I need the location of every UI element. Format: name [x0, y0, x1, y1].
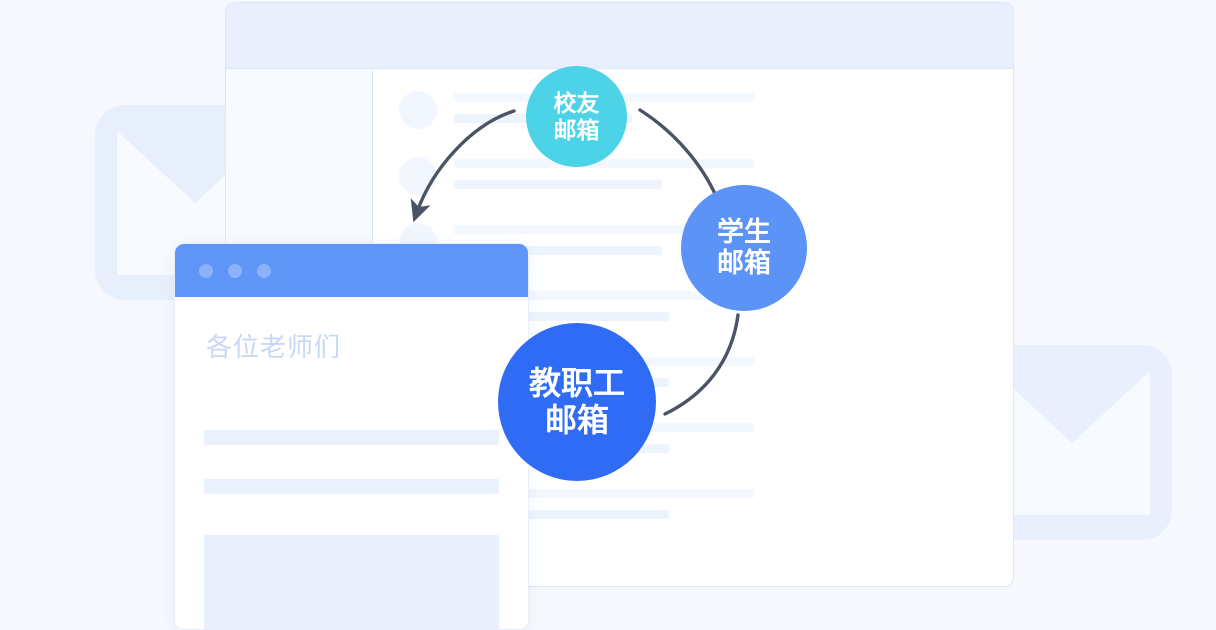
window-dot-1[interactable] [199, 264, 213, 278]
bubble-student-line2: 邮箱 [717, 248, 771, 278]
avatar [399, 91, 437, 129]
table-row[interactable] [374, 149, 1013, 215]
avatar [399, 157, 437, 195]
window-header-bar [226, 3, 1013, 69]
row-line-secondary [454, 246, 662, 255]
bubble-student-mailbox[interactable]: 学生 邮箱 [681, 185, 807, 311]
row-line-primary [454, 159, 754, 168]
row-line-secondary [454, 180, 662, 189]
table-row[interactable] [374, 83, 1013, 149]
row-line-secondary [454, 510, 669, 519]
input-field-1[interactable] [204, 430, 499, 445]
window-dot-2[interactable] [228, 264, 242, 278]
table-row[interactable] [374, 281, 1013, 347]
bubble-alumni-mailbox[interactable]: 校友 邮箱 [526, 66, 627, 167]
greeting-text: 各位老师们 [206, 332, 342, 362]
table-row[interactable] [374, 479, 1013, 545]
window-controls [199, 264, 271, 278]
bubble-staff-line2: 邮箱 [544, 402, 609, 438]
input-field-2[interactable] [204, 479, 499, 494]
row-line-secondary [454, 312, 669, 321]
row-line-primary [454, 291, 754, 300]
bubble-staff-line1: 教职工 [528, 364, 625, 401]
row-line-primary [454, 489, 754, 498]
compose-mail-card: 各位老师们 [174, 243, 529, 630]
bubble-alumni-line1: 校友 [553, 89, 600, 116]
bubble-staff-mailbox[interactable]: 教职工 邮箱 [498, 323, 656, 481]
bubble-alumni-line2: 邮箱 [553, 116, 600, 143]
card-body: 各位老师们 [175, 297, 528, 629]
row-line-primary [454, 225, 754, 234]
message-body-block[interactable] [204, 535, 499, 629]
window-dot-3[interactable] [257, 264, 271, 278]
card-title-bar [175, 244, 528, 297]
bubble-student-line1: 学生 [717, 216, 771, 247]
